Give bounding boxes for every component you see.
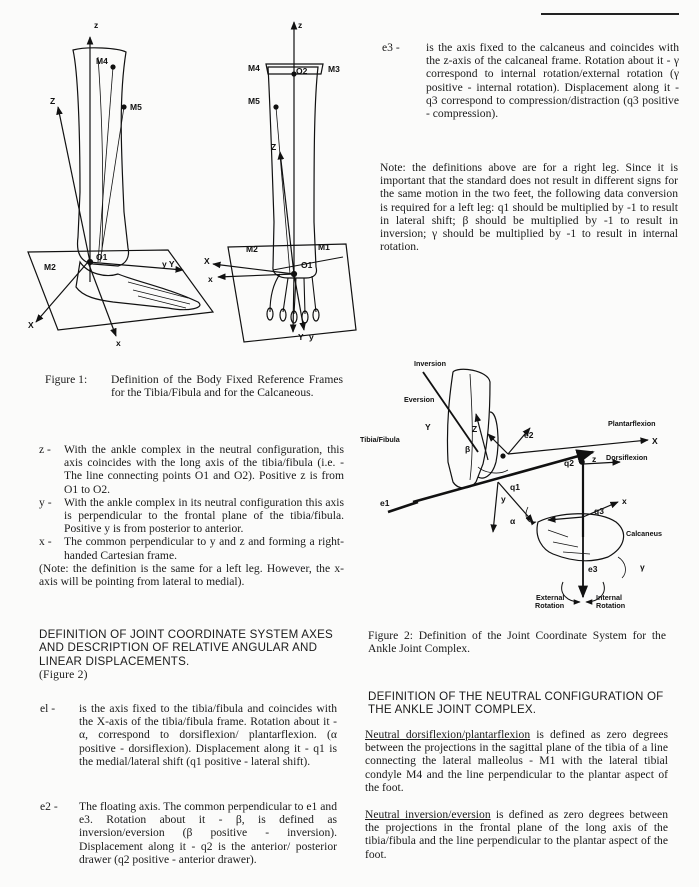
axis-y-text: With the ankle complex in its neutral co… [64,495,344,536]
e2-text: The floating axis. The common perpendicu… [79,800,337,866]
figure-1-diagram: z M4 Z M5 O1 M2 y Y X x z M4 O2 M3 M5 Z … [27,20,357,348]
neutral-ie-paragraph: Neutral inversion/eversion is defined as… [365,808,668,861]
fig2-foot-outline [536,513,625,562]
fig1r-x-label: x [208,274,213,284]
fig2-gamma-label: γ [640,562,645,572]
fig2-alpha-label: α [510,516,516,526]
fig1r-m1-label: M1 [318,242,330,252]
figure-1-caption-label: Figure 1: [45,373,88,386]
fig2-calcaneus-label: Calcaneus [626,529,662,538]
fig2-z-label: z [592,454,596,464]
neutral-ie-term: Neutral inversion/eversion [365,808,491,821]
fig2-internal-rotation-2: Rotation [596,601,625,610]
fig1-m5-label: M5 [130,102,142,112]
e3-label: e3 - [382,41,400,54]
axis-z-label: z - [39,443,51,456]
axes-note: (Note: the definition is the same for a … [39,561,344,589]
fig2-X-label: X [652,436,658,446]
left-leg-note: Note: the definitions above are for a ri… [380,161,678,254]
fig1-X-label: X [28,320,34,330]
fig2-e1-label: e1 [380,498,390,508]
left-figure-labels: z M4 Z M5 O1 M2 y Y X x [28,20,175,348]
fig1r-y-label: y [309,332,314,342]
axis-y-def: y - With the ankle complex in its neutra… [39,496,344,536]
fig1-yY-label: y Y [162,259,175,269]
neutral-ie-text: is defined as zero degrees between the p… [365,808,668,861]
right-figure-labels: z M4 O2 M3 M5 Z M2 M1 O1 X x Y y [204,20,340,342]
fig1-m4-label: M4 [96,56,108,66]
fig1-Z-label: Z [50,96,55,106]
fig2-q1-label: q1 [510,482,520,492]
neutral-df-text: is defined as zero degrees between the p… [365,728,668,794]
fig2-e1-axis [412,449,595,504]
fig1-z-label: z [94,20,98,30]
fig2-plantarflexion-label: Plantarflexion [608,419,656,428]
fig1r-Y-label: Y [298,332,304,342]
fig2-internal-rotation-1: Internal [596,593,622,602]
fig1r-Z-label: Z [271,142,276,152]
jcs-subheading: (Figure 2) [39,668,88,682]
left-leg-figure [27,36,215,337]
fig1r-m5-label: M5 [248,96,260,106]
axis-z-text: With the ankle complex in the neutral co… [64,443,344,496]
fig1r-z-label: z [298,20,302,30]
fig2-q2-label: q2 [564,458,574,468]
e2-label: e2 - [40,800,58,813]
e2-definition: e2 - The floating axis. The common perpe… [40,800,337,866]
e3-text: is the axis fixed to the calcaneus and c… [426,41,679,121]
fig1r-X-label: X [204,256,210,266]
fig2-e3-label: e3 [588,564,598,574]
e3-definition: e3 - is the axis fixed to the calcaneus … [382,41,679,120]
left-ground-plane [27,249,215,331]
fig1r-m4-label: M4 [248,63,260,73]
right-leg-figure [212,21,357,343]
top-rule [541,13,679,15]
fig2-q3-label: q3 [594,506,604,516]
right-ground-plane [227,243,357,343]
fig2-x-label: x [622,496,627,506]
fig2-eversion-label: Eversion [404,395,434,404]
fig2-external-rotation-2: Rotation [535,601,564,610]
fig1-m2-label: M2 [44,262,56,272]
axis-x-def: x - The common perpendicular to y and z … [39,535,344,561]
fig2-beta-label: β [465,444,470,454]
axes-definitions: z - With the ankle complex in the neutra… [39,443,344,588]
jcs-heading-text: DEFINITION OF JOINT COORDINATE SYSTEM AX… [39,628,333,668]
figure-1-caption-text: Definition of the Body Fixed Reference F… [111,373,343,400]
figure-2-diagram: Inversion Eversion Plantarflexion Tibia/… [360,359,662,610]
fig2-e2-label: e2 [524,430,534,440]
fig2-y-label: y [501,494,506,504]
figure-2-caption: Figure 2: Definition of the Joint Coordi… [368,629,666,656]
fig2-inversion-label: Inversion [414,359,446,368]
axis-z-def: z - With the ankle complex in the neutra… [39,443,344,496]
fig1r-m3-label: M3 [328,64,340,74]
axis-x-label: x - [39,535,52,549]
fig2-external-rotation-1: External [536,593,564,602]
fig2-Z-label: Z [472,424,477,434]
axis-y-label: y - [39,495,52,509]
neutral-df-term: Neutral dorsiflexion/plantarflexion [365,728,531,741]
e1-text: is the axis fixed to the tibia/fibula an… [79,702,337,768]
fig2-Y-label: Y [425,422,431,432]
fig1r-m2-label: M2 [246,244,258,254]
fig2-dorsiflexion-label: Dorsiflexion [606,453,648,462]
fig2-X-axis [507,437,649,455]
neutral-df-paragraph: Neutral dorsiflexion/plantarflexion is d… [365,728,668,794]
fig2-tibia-fibula-label: Tibia/Fibula [360,435,401,444]
fig2-tibia-outline [446,368,491,489]
fig1-o1-label: O1 [96,252,108,262]
fig1r-o1-label: O1 [301,260,313,270]
e1-label: el - [40,702,56,715]
figure-1-caption: Figure 1: Definition of the Body Fixed R… [45,373,343,399]
jcs-heading: DEFINITION OF JOINT COORDINATE SYSTEM AX… [39,628,339,681]
fig1r-o2-label: O2 [296,66,308,76]
axis-x-text: The common perpendicular to y and z and … [64,535,344,562]
e1-definition: el - is the axis fixed to the tibia/fibu… [40,702,337,768]
neutral-heading: DEFINITION OF THE NEUTRAL CONFIGURATION … [368,690,664,717]
fig1-x-label: x [116,338,121,348]
